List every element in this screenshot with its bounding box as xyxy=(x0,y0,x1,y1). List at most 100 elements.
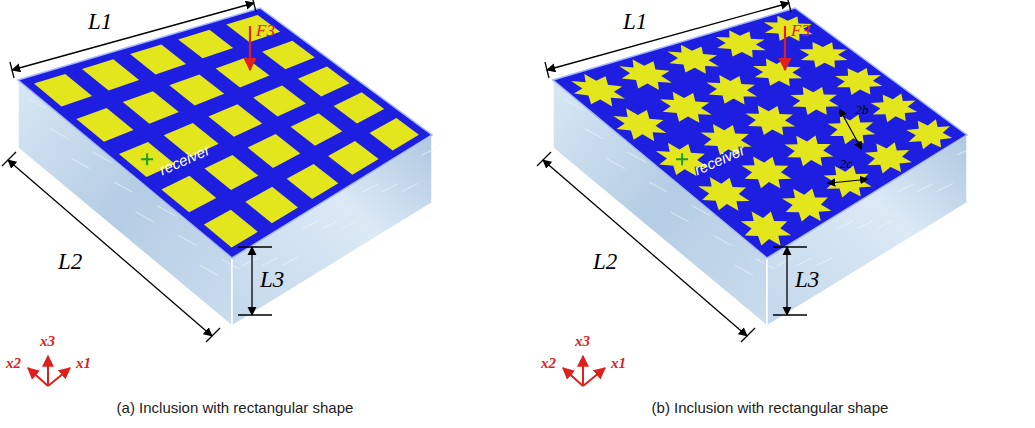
force-label: F3 xyxy=(256,22,275,39)
ice-texture xyxy=(937,183,953,191)
square-inclusion xyxy=(334,92,385,123)
dimension-line xyxy=(547,3,789,70)
square-inclusion xyxy=(34,74,92,107)
star-inclusion xyxy=(745,106,795,136)
square-inclusion xyxy=(76,108,133,142)
dimension-line xyxy=(543,160,747,336)
length-label: L3 xyxy=(795,268,819,291)
subfigure-caption: (b) Inclusion with rectangular shape xyxy=(652,400,889,415)
star-inclusion xyxy=(835,68,882,95)
force-arrow xyxy=(249,26,251,70)
ice-texture xyxy=(114,182,132,192)
axis-arrow xyxy=(563,368,583,386)
ice-texture xyxy=(714,236,732,246)
ice-texture xyxy=(342,220,358,228)
dimension-tick xyxy=(773,246,807,247)
square-inclusion xyxy=(245,187,298,224)
ice-texture xyxy=(262,258,278,266)
ice-texture xyxy=(957,147,973,155)
ice-texture xyxy=(302,221,318,229)
ice-texture xyxy=(607,159,625,169)
dimension-tick xyxy=(545,62,549,78)
ice-texture xyxy=(817,257,833,265)
subfigure-caption: (a) Inclusion with rectangular shape xyxy=(117,400,354,415)
axis-arrow xyxy=(28,368,48,386)
dimension-tick xyxy=(10,62,14,78)
star-inclusion xyxy=(753,59,802,87)
square-inclusion xyxy=(298,67,350,97)
ice-texture xyxy=(585,129,603,139)
ice-texture xyxy=(917,184,933,192)
ice-texture xyxy=(72,159,90,169)
square-inclusion xyxy=(204,210,258,248)
star-inclusion xyxy=(790,87,839,115)
length-label: L3 xyxy=(260,268,284,291)
star-inclusion xyxy=(571,74,625,107)
dimension-line xyxy=(786,247,787,315)
ice-texture xyxy=(282,257,298,265)
ice-texture xyxy=(242,258,258,266)
ice-texture xyxy=(362,184,378,192)
axis-label: x1 xyxy=(76,356,91,371)
slab-top-face xyxy=(553,8,967,258)
star-inclusion xyxy=(660,92,712,123)
axis-label: x2 xyxy=(6,356,21,371)
square-inclusion xyxy=(205,155,259,190)
square-inclusion xyxy=(328,141,379,175)
ice-texture xyxy=(897,184,913,192)
square-inclusion xyxy=(178,30,233,59)
axis-label: x2 xyxy=(541,356,556,371)
dimension-label: 2b xyxy=(856,103,869,116)
square-inclusion xyxy=(262,41,315,70)
ice-texture xyxy=(50,129,68,139)
ice-texture xyxy=(671,212,689,222)
dimension-line xyxy=(251,247,252,315)
ice-texture xyxy=(756,259,774,269)
ice-texture xyxy=(200,265,218,275)
square-inclusion xyxy=(123,91,179,124)
ice-texture xyxy=(402,183,418,191)
axis-arrow xyxy=(48,368,70,386)
star-dimension xyxy=(828,179,868,183)
square-inclusion xyxy=(291,113,343,146)
axis-label: x3 xyxy=(575,334,590,349)
square-inclusion xyxy=(161,176,216,213)
star-inclusion xyxy=(667,45,719,74)
length-label: L2 xyxy=(593,250,617,273)
dimension-tick xyxy=(252,0,256,12)
dimension-line xyxy=(12,3,254,70)
star-inclusion xyxy=(785,136,834,167)
dimension-tick xyxy=(773,314,807,315)
dimension-tick xyxy=(787,0,791,12)
ice-texture xyxy=(179,236,197,246)
star-inclusion xyxy=(865,142,912,173)
star-inclusion xyxy=(619,59,672,90)
dimension-label: 2c xyxy=(840,157,852,170)
ice-texture xyxy=(422,147,438,155)
square-inclusion xyxy=(253,85,306,116)
star-inclusion xyxy=(613,108,666,141)
square-inclusion xyxy=(248,134,301,168)
ice-texture xyxy=(777,258,793,266)
star-inclusion xyxy=(764,16,813,42)
axis-arrow xyxy=(582,356,584,386)
square-inclusion xyxy=(370,118,419,151)
square-inclusion xyxy=(226,15,280,42)
slab-top-face xyxy=(18,8,432,258)
square-inclusion xyxy=(216,58,270,88)
length-label: L1 xyxy=(88,10,112,33)
ice-texture xyxy=(857,221,873,229)
star-inclusion xyxy=(871,94,918,123)
star-inclusion xyxy=(716,30,766,57)
axis-label: x1 xyxy=(611,356,626,371)
receiver-marker xyxy=(676,153,688,165)
dimension-tick xyxy=(741,328,755,342)
ice-texture xyxy=(136,212,154,222)
star-inclusion xyxy=(782,189,831,222)
star-inclusion xyxy=(741,212,792,246)
square-inclusion xyxy=(208,104,262,137)
star-inclusion xyxy=(741,157,791,189)
ice-texture xyxy=(837,221,853,229)
